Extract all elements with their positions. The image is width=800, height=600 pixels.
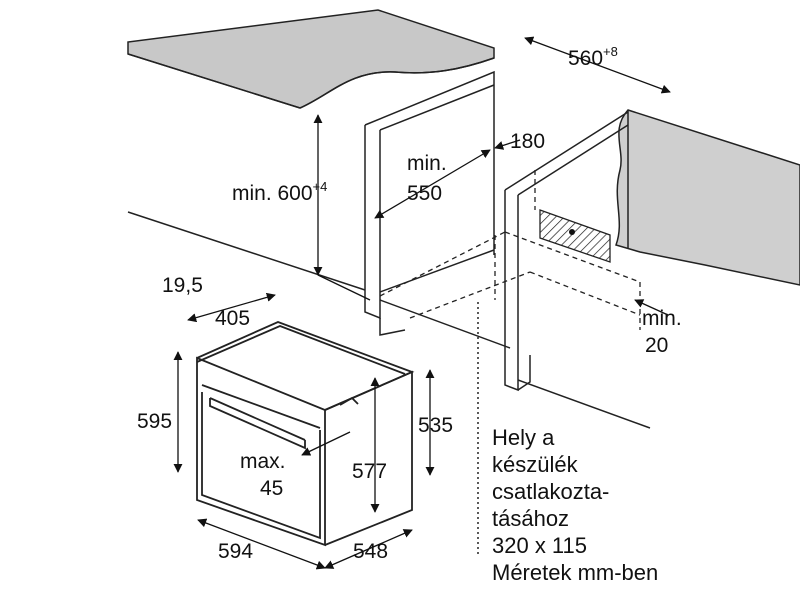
dim-body-height: 535 (418, 414, 453, 437)
hidden-lines (379, 170, 641, 330)
dim-frame-offset: 19,5 (162, 274, 203, 297)
connection-cutout (539, 209, 611, 263)
cabinet (127, 70, 651, 429)
dim-oven-height: 595 (137, 410, 172, 433)
note-line-2: készülék (492, 452, 579, 477)
dim-door-max-2: 45 (260, 477, 283, 500)
note-line-1: Hely a (492, 425, 555, 450)
countertop (127, 9, 495, 109)
dim-inner-min-1: min. (407, 152, 447, 175)
dim-oven-width: 594 (218, 540, 253, 563)
dim-front-depth: 405 (215, 307, 250, 330)
dim-gap-min-2: 20 (645, 334, 668, 357)
dim-oven-depth: 548 (353, 540, 388, 563)
oven (196, 321, 415, 547)
note-line-5: 320 x 115 (492, 533, 587, 558)
dimension-labels: 560+8 min. 600+4 min. 550 180 min. 20 19… (137, 44, 682, 563)
note-line-3: csatlakozta- (492, 479, 609, 504)
connection-note: Hely a készülék csatlakozta- tásához 320… (492, 425, 658, 585)
dim-niche-height: 577 (352, 460, 387, 483)
countertop-right (615, 109, 800, 286)
dim-height-top: min. 600+4 (232, 179, 327, 205)
dim-cutout-offset: 180 (510, 130, 545, 153)
oven-handle (209, 397, 306, 450)
dim-door-max-1: max. (240, 450, 286, 473)
note-line-6: Méretek mm-ben (492, 560, 658, 585)
dimension-lines (173, 36, 671, 570)
note-line-4: tásához (492, 506, 569, 531)
dim-depth-top: 560+8 (568, 44, 618, 70)
dim-gap-min-1: min. (642, 307, 682, 330)
dim-inner-min-2: 550 (407, 182, 442, 205)
